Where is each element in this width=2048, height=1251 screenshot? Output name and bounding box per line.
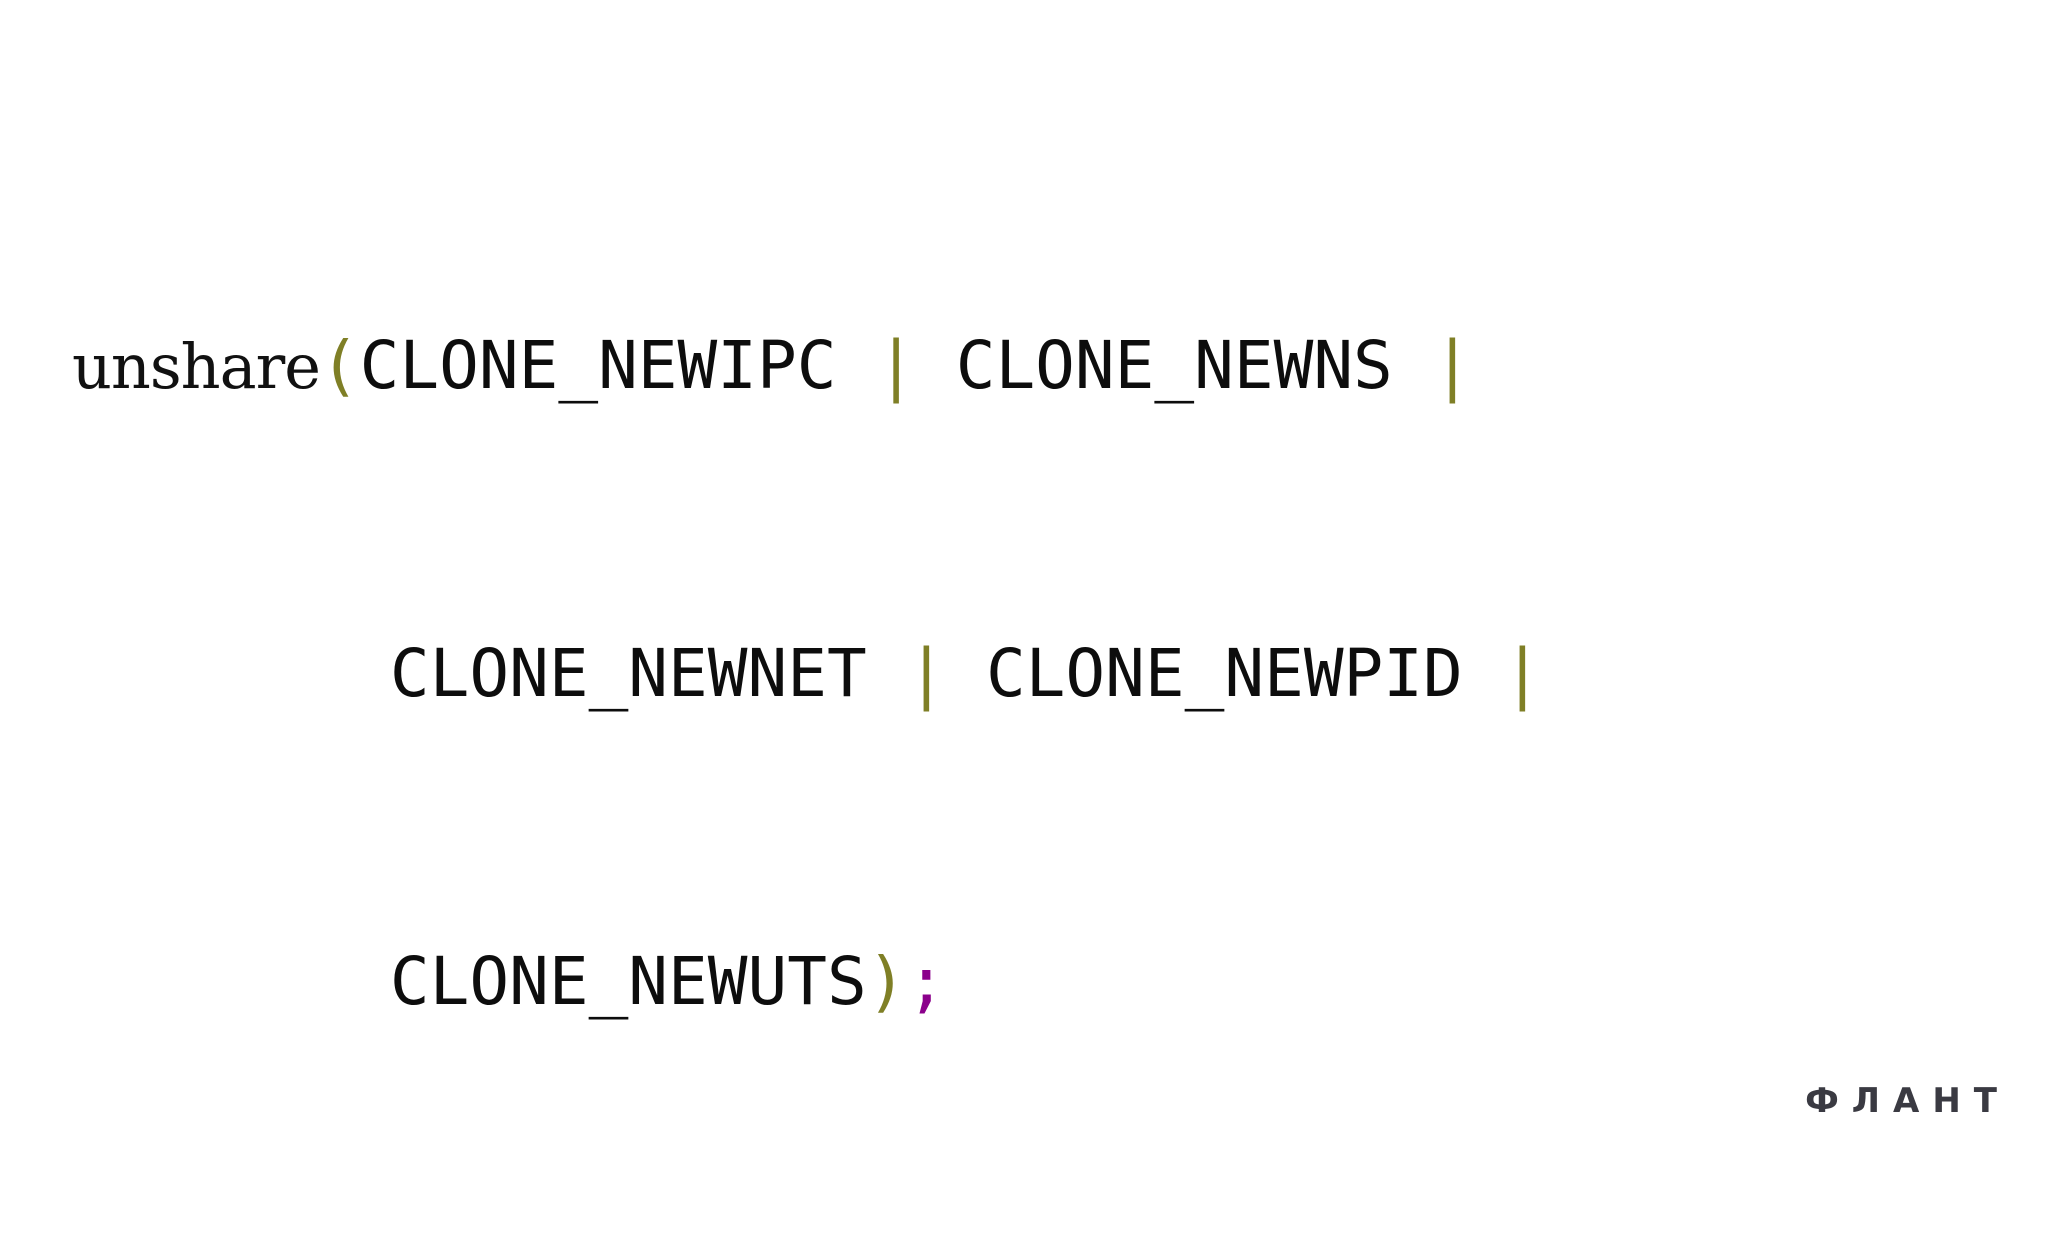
constant-clone-newpid: CLONE_NEWPID bbox=[985, 635, 1463, 712]
constant-clone-newnet: CLONE_NEWNET bbox=[389, 635, 867, 712]
line-indent bbox=[72, 943, 390, 1020]
constant-clone-newuts: CLONE_NEWUTS bbox=[389, 943, 867, 1020]
code-line-2: CLONE_NEWNET | CLONE_NEWPID | bbox=[72, 635, 1542, 712]
line-indent bbox=[72, 635, 390, 712]
close-paren-token: ) bbox=[866, 943, 907, 1020]
brand-logo-flant: ФЛАНТ bbox=[1805, 1081, 2010, 1121]
constant-clone-newns: CLONE_NEWNS bbox=[955, 327, 1393, 404]
slide-canvas: unshare(CLONE_NEWIPC | CLONE_NEWNS | CLO… bbox=[72, 327, 2010, 1121]
code-line-1: unshare(CLONE_NEWIPC | CLONE_NEWNS | bbox=[72, 327, 1542, 404]
pipe-operator: | bbox=[1462, 635, 1543, 712]
code-line-3: CLONE_NEWUTS); bbox=[72, 943, 1542, 1020]
code-snippet: unshare(CLONE_NEWIPC | CLONE_NEWNS | CLO… bbox=[72, 96, 1542, 1251]
open-paren-token: ( bbox=[319, 327, 360, 404]
function-name-unshare: unshare bbox=[72, 330, 321, 403]
pipe-operator: | bbox=[1392, 327, 1473, 404]
semicolon-token: ; bbox=[906, 943, 947, 1020]
pipe-operator: | bbox=[866, 635, 986, 712]
constant-clone-newipc: CLONE_NEWIPC bbox=[359, 327, 837, 404]
pipe-operator: | bbox=[836, 327, 956, 404]
